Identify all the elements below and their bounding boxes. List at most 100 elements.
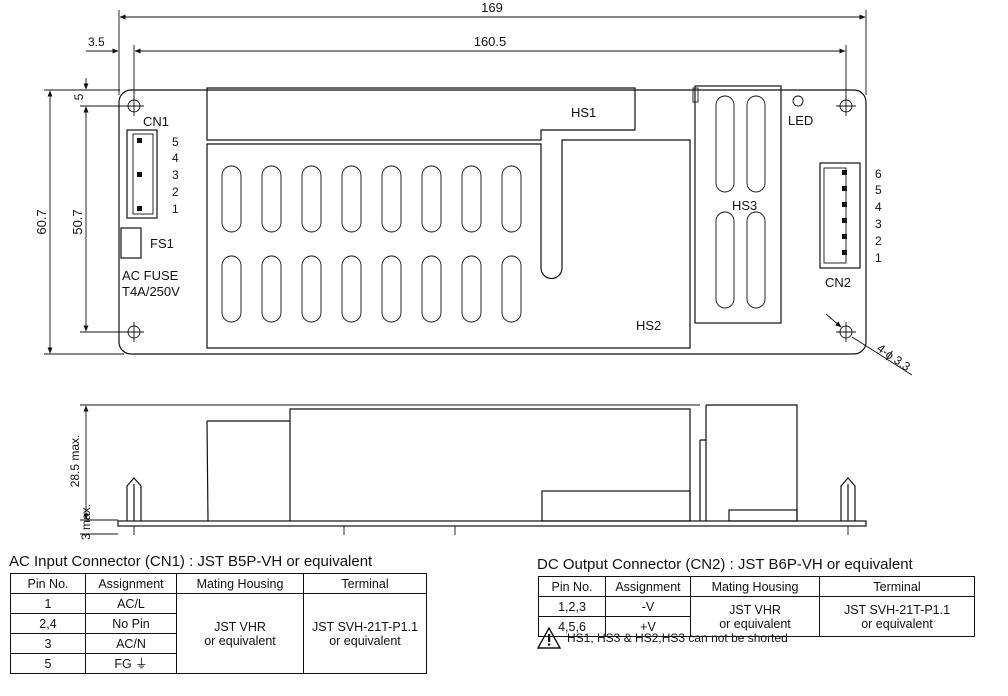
assignment-cell: +V <box>605 616 691 637</box>
cn2-pin-number: 5 <box>875 183 882 197</box>
assignment-cell: -V <box>605 596 691 617</box>
warning-text: HS1, HS3 & HS2,HS3 can not be shorted <box>567 631 788 645</box>
hole-spacing-label: 160.5 <box>474 34 507 49</box>
table-row: 4,5,6 +V <box>538 616 975 637</box>
hole-diameter-label: 4-ϕ 3.3 <box>874 341 913 374</box>
table-row: 1,2,3 -V JST VHR or equivalent JST SVH-2… <box>538 596 975 637</box>
side-view <box>117 404 867 535</box>
top-offset-label: 5 <box>72 93 86 100</box>
cn2-pin-number: 4 <box>875 200 882 214</box>
side-component-cap <box>728 509 798 522</box>
assignment-cell: AC/N <box>85 633 177 654</box>
header-terminal: Terminal <box>819 576 975 597</box>
cn1-connector <box>126 129 158 219</box>
table-row: 2,4 No Pin <box>10 613 427 634</box>
fuse-rating-line2: T4A/250V <box>122 284 180 299</box>
assignment-cell: FG ⏚ <box>85 653 177 674</box>
table-row: 1 AC/L JST VHR or equivalent JST SVH-21T… <box>10 593 427 674</box>
dimension-overall-height: 60.7 <box>34 89 124 355</box>
warning-icon <box>537 627 561 649</box>
side-pcb <box>117 520 867 527</box>
dimension-top-offset: 5 <box>72 78 126 118</box>
fuse-rating-line1: AC FUSE <box>122 268 179 283</box>
led-indicator <box>792 95 804 107</box>
cn1-label: CN1 <box>143 114 169 129</box>
cn2-pin-number: 6 <box>875 167 882 181</box>
hs3-label: HS3 <box>732 198 757 213</box>
header-pin-no: Pin No. <box>538 576 606 597</box>
header-assignment: Assignment <box>605 576 691 597</box>
mounting-hole-icon <box>124 322 144 342</box>
hole-offset-label: 3.5 <box>88 35 105 49</box>
housing-cell: JST VHR or equivalent <box>176 593 304 674</box>
header-mating-housing: Mating Housing <box>176 573 304 594</box>
mounting-hole-icon <box>124 96 144 116</box>
cn2-connector <box>819 162 861 269</box>
header-mating-housing: Mating Housing <box>690 576 820 597</box>
terminal-cell: JST SVH-21T-P1.1 or equivalent <box>303 593 427 674</box>
cn1-pin-number: 1 <box>172 202 179 216</box>
mounting-hole-icon <box>836 96 856 116</box>
terminal-cell: JST SVH-21T-P1.1 or equivalent <box>819 596 975 637</box>
assignment-cell: No Pin <box>85 613 177 634</box>
cn2-pin-number: 2 <box>875 234 882 248</box>
dimension-hole-spacing: 160.5 <box>133 34 847 100</box>
pin-cell: 2,4 <box>10 613 86 634</box>
cn1-pin-number: 5 <box>172 135 179 149</box>
cn1-pin-number: 3 <box>172 168 179 182</box>
dimension-hole-height: 50.7 <box>70 106 130 333</box>
side-cn1 <box>126 477 142 521</box>
ac-table-title: AC Input Connector (CN1) : JST B5P-VH or… <box>9 553 373 570</box>
dimension-overall-width: 169 <box>118 0 867 95</box>
side-component-main <box>206 408 691 522</box>
heatsink-slots <box>221 165 522 323</box>
side-component-small <box>541 490 691 522</box>
side-heatsink-hs3 <box>699 404 798 521</box>
header-terminal: Terminal <box>303 573 427 594</box>
housing-cell: JST VHR or equivalent <box>690 596 820 637</box>
pin-cell: 1 <box>10 593 86 614</box>
cn1-pin-number: 2 <box>172 185 179 199</box>
dc-output-table: Pin No. Assignment Mating Housing Termin… <box>538 576 975 637</box>
warning-note: HS1, HS3 & HS2,HS3 can not be shorted <box>537 627 788 649</box>
fs1-label: FS1 <box>150 236 174 251</box>
heatsink-hs1 <box>206 87 636 141</box>
table-row: 5 FG ⏚ <box>10 653 427 674</box>
assignment-cell: AC/L <box>85 593 177 614</box>
table-row: 3 AC/N <box>10 633 427 654</box>
max-height-label: 28.5 max. <box>68 435 82 488</box>
heatsink-hs3 <box>692 85 782 324</box>
header-assignment: Assignment <box>85 573 177 594</box>
hole-diameter-callout: 4-ϕ 3.3 <box>825 313 913 376</box>
ac-input-table: Pin No. Assignment Mating Housing Termin… <box>10 573 427 674</box>
fuse-fs1 <box>120 227 142 259</box>
cn1-pin-numbers: 5 4 3 2 1 <box>172 135 179 216</box>
mounting-hole-icon <box>836 322 856 342</box>
cn2-pin-number: 1 <box>875 251 882 265</box>
led-label: LED <box>788 113 813 128</box>
dimension-hole-offset: 3.5 <box>86 35 119 54</box>
heatsink-hs2 <box>206 139 691 349</box>
table-header-row: Pin No. Assignment Mating Housing Termin… <box>10 573 427 594</box>
dimension-board-clearance: 3 max. <box>79 504 118 540</box>
header-pin-no: Pin No. <box>10 573 86 594</box>
board-clearance-label: 3 max. <box>79 504 93 540</box>
pin-cell: 3 <box>10 633 86 654</box>
pin-cell: 5 <box>10 653 86 674</box>
cn2-label: CN2 <box>825 275 851 290</box>
hole-height-label: 50.7 <box>70 209 85 234</box>
overall-width-label: 169 <box>481 0 503 15</box>
cn2-pin-number: 3 <box>875 217 882 231</box>
pin-cell: 1,2,3 <box>538 596 606 617</box>
dimension-max-height: 28.5 max. <box>68 404 700 521</box>
cn1-pin-number: 4 <box>172 151 179 165</box>
side-cn2 <box>840 477 856 521</box>
mechanical-drawing: 169 160.5 3.5 5 60.7 50.7 <box>34 0 913 540</box>
dc-table-title: DC Output Connector (CN2) : JST B6P-VH o… <box>537 556 913 573</box>
table-header-row: Pin No. Assignment Mating Housing Termin… <box>538 576 975 597</box>
overall-height-label: 60.7 <box>34 209 49 234</box>
cn2-pin-numbers: 6 5 4 3 2 1 <box>875 167 882 265</box>
hs1-label: HS1 <box>571 105 596 120</box>
pcb-outline <box>118 89 867 355</box>
pin-cell: 4,5,6 <box>538 616 606 637</box>
